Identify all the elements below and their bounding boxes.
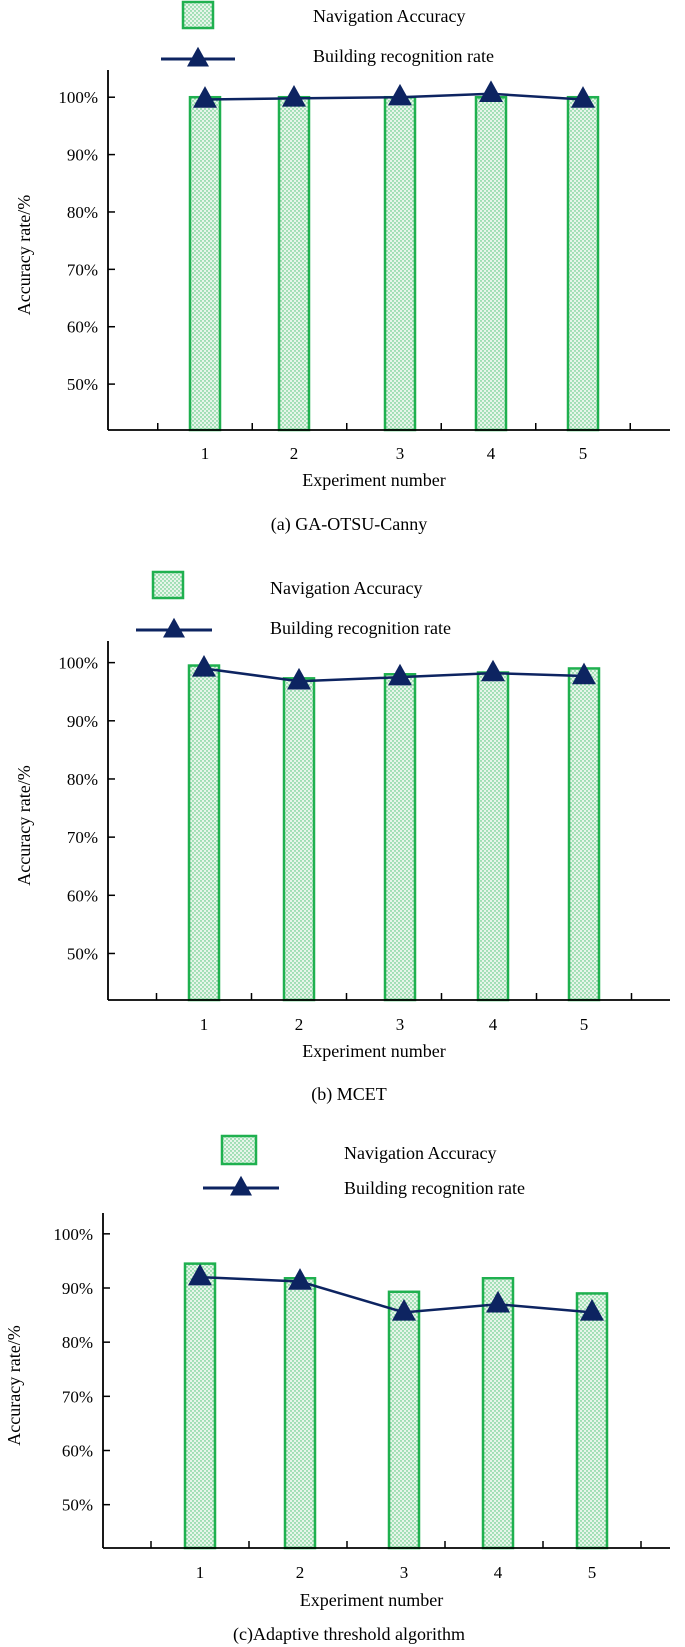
- legend-label-navigation-accuracy: Navigation Accuracy: [313, 6, 465, 26]
- marker-building-recognition-rate-2: [287, 667, 311, 690]
- bar-navigation-accuracy-2: [282, 677, 316, 1002]
- y-tick-label-90: 90%: [62, 1279, 93, 1298]
- x-tick-label-5: 5: [579, 444, 588, 463]
- x-axis-title: Experiment number: [302, 470, 445, 490]
- x-tick-label-4: 4: [489, 1015, 498, 1034]
- panel-caption: (a) GA-OTSU-Canny: [271, 514, 427, 535]
- legend-bar-swatch: [181, 0, 215, 30]
- marker-building-recognition-rate-4: [479, 80, 503, 102]
- panel-caption: (c)Adaptive threshold algorithm: [233, 1624, 465, 1645]
- y-tick-label-60: 60%: [67, 886, 98, 905]
- bar-navigation-accuracy-1: [188, 95, 222, 432]
- panel-caption: (b) MCET: [311, 1084, 387, 1105]
- legend-label-building-recognition-rate: Building recognition rate: [344, 1178, 525, 1198]
- y-tick-label-100: 100%: [58, 654, 98, 673]
- legend-label-navigation-accuracy: Navigation Accuracy: [270, 578, 422, 598]
- y-tick-label-50: 50%: [62, 1496, 93, 1515]
- legend-label-building-recognition-rate: Building recognition rate: [313, 46, 494, 66]
- legend-bar-swatch: [151, 570, 185, 600]
- x-tick-label-2: 2: [296, 1563, 305, 1582]
- x-tick-label-1: 1: [196, 1563, 205, 1582]
- x-tick-label-1: 1: [200, 1015, 209, 1034]
- y-tick-label-100: 100%: [58, 88, 98, 107]
- bar-navigation-accuracy-5: [566, 95, 600, 432]
- y-tick-label-60: 60%: [62, 1442, 93, 1461]
- marker-building-recognition-rate-1: [193, 86, 217, 108]
- marker-building-recognition-rate-2: [288, 1268, 312, 1290]
- bar-navigation-accuracy-1: [187, 664, 221, 1002]
- y-tick-label-90: 90%: [67, 712, 98, 731]
- bar-navigation-accuracy-3: [383, 673, 417, 1002]
- bar-navigation-accuracy-4: [474, 95, 508, 432]
- bar-navigation-accuracy-4: [476, 671, 510, 1002]
- marker-building-recognition-rate-1: [188, 1263, 212, 1286]
- bar-navigation-accuracy-5: [567, 667, 601, 1002]
- y-axis-title: Accuracy rate/%: [14, 765, 34, 885]
- marker-building-recognition-rate-5: [580, 1298, 604, 1321]
- y-tick-label-70: 70%: [67, 260, 98, 279]
- y-axis-title: Accuracy rate/%: [4, 1325, 24, 1445]
- x-axis-title: Experiment number: [302, 1041, 445, 1061]
- y-tick-label-100: 100%: [53, 1225, 93, 1244]
- y-tick-label-50: 50%: [67, 375, 98, 394]
- x-tick-label-2: 2: [290, 444, 299, 463]
- x-tick-label-3: 3: [396, 1015, 405, 1034]
- legend-triangle-marker: [230, 1175, 252, 1196]
- y-tick-label-80: 80%: [67, 770, 98, 789]
- marker-building-recognition-rate-3: [388, 83, 412, 106]
- legend-label-navigation-accuracy: Navigation Accuracy: [344, 1143, 496, 1163]
- x-tick-label-4: 4: [487, 444, 496, 463]
- y-tick-label-70: 70%: [62, 1387, 93, 1406]
- marker-building-recognition-rate-4: [481, 659, 505, 682]
- y-tick-label-80: 80%: [67, 203, 98, 222]
- x-tick-label-1: 1: [201, 444, 210, 463]
- bar-navigation-accuracy-3: [383, 95, 417, 432]
- legend-label-building-recognition-rate: Building recognition rate: [270, 618, 451, 638]
- y-tick-label-90: 90%: [67, 146, 98, 165]
- y-tick-label-70: 70%: [67, 828, 98, 847]
- bar-navigation-accuracy-2: [277, 95, 311, 432]
- y-tick-label-60: 60%: [67, 318, 98, 337]
- y-tick-label-50: 50%: [67, 944, 98, 963]
- x-tick-label-2: 2: [295, 1015, 304, 1034]
- x-tick-label-3: 3: [400, 1563, 409, 1582]
- x-tick-label-4: 4: [494, 1563, 503, 1582]
- legend-triangle-marker: [187, 46, 209, 67]
- marker-building-recognition-rate-5: [572, 662, 596, 685]
- marker-building-recognition-rate-3: [388, 663, 412, 686]
- x-tick-label-5: 5: [580, 1015, 589, 1034]
- bar-navigation-accuracy-1: [183, 1262, 217, 1550]
- marker-building-recognition-rate-1: [192, 655, 216, 677]
- bar-navigation-accuracy-3: [387, 1290, 421, 1550]
- y-axis-title: Accuracy rate/%: [14, 195, 34, 315]
- legend-triangle-marker: [163, 617, 185, 638]
- bar-navigation-accuracy-5: [575, 1292, 609, 1550]
- y-tick-label-80: 80%: [62, 1333, 93, 1352]
- marker-building-recognition-rate-4: [486, 1290, 510, 1313]
- legend-bar-swatch: [220, 1134, 258, 1166]
- bar-navigation-accuracy-4: [481, 1277, 515, 1550]
- marker-building-recognition-rate-5: [571, 86, 595, 108]
- x-tick-label-5: 5: [588, 1563, 597, 1582]
- bar-navigation-accuracy-2: [283, 1277, 317, 1550]
- marker-building-recognition-rate-3: [392, 1298, 416, 1321]
- x-tick-label-3: 3: [396, 444, 405, 463]
- x-axis-title: Experiment number: [300, 1590, 443, 1610]
- marker-building-recognition-rate-2: [282, 84, 306, 107]
